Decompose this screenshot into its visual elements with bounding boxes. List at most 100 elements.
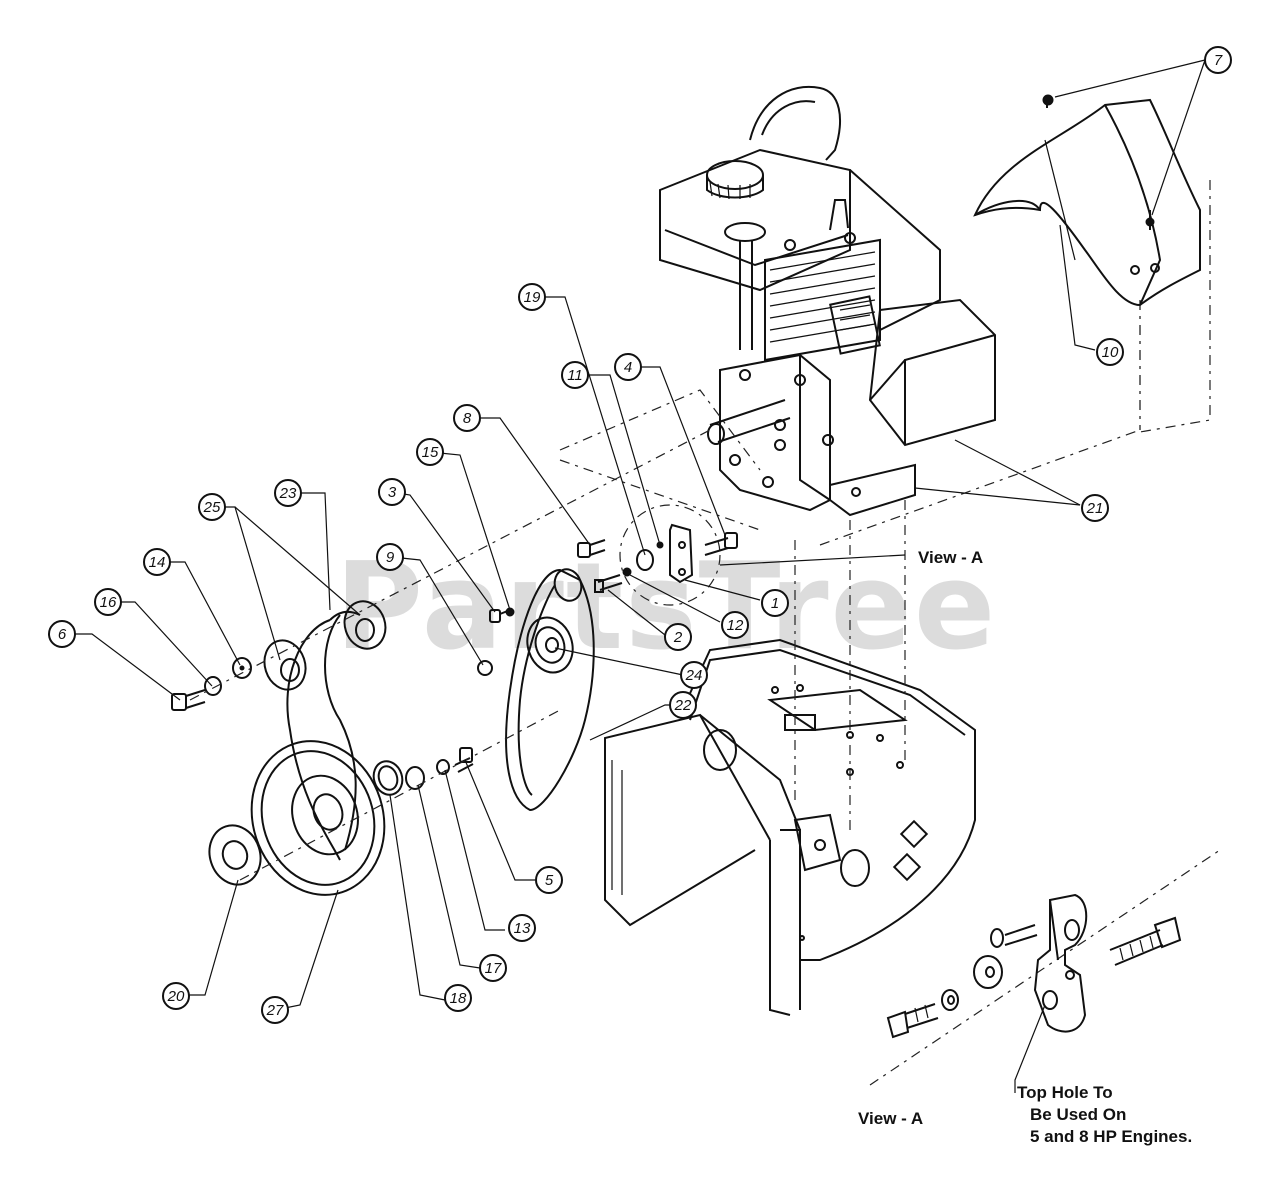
watermark: PartsTree [335,538,997,677]
callout-circle [453,404,481,432]
callout-8: 8 [453,404,481,432]
callout-12: 12 [721,611,749,639]
nut-9 [477,660,493,676]
callout-circle [1096,338,1124,366]
callout-25: 25 [198,493,226,521]
callout-circle [508,914,536,942]
callout-20: 20 [162,982,190,1010]
note-line-3: 5 and 8 HP Engines. [1030,1127,1192,1146]
callout-label: 4 [624,359,632,376]
callout-circle [669,691,697,719]
callout-circle [198,493,226,521]
callout-circle [518,283,546,311]
callout-circle [416,438,444,466]
callout-24: 24 [680,661,708,689]
callout-label: 20 [167,988,185,1005]
callout-circle [614,353,642,381]
engine [659,85,996,517]
view-a-label-top: View - A [918,548,983,567]
washer-13 [436,759,450,775]
note-line-1: Top Hole To [1017,1083,1113,1102]
idler-pulley-24 [526,616,574,674]
callout-label: 22 [674,697,692,714]
callout-label: 11 [567,367,583,384]
callout-circle [143,548,171,576]
callout-circle [664,623,692,651]
callout-17: 17 [479,954,507,982]
callout-label: 9 [386,549,395,566]
nut-12 [622,567,632,577]
callout-6: 6 [48,620,76,648]
callout-bubbles: 1234567891011121314151617181920212223242… [48,46,1232,1024]
frame-housing [604,638,976,1016]
bolt-4 [704,532,738,556]
view-a-label-bottom: View - A [858,1109,923,1128]
pulley-27 [250,740,386,896]
washer-16 [204,676,222,696]
callout-circle [274,479,302,507]
callout-label: 6 [58,626,67,643]
leader-lines [62,59,1206,1093]
bolt-2 [594,574,623,593]
hub-20 [208,824,262,886]
callout-label: 18 [450,990,467,1007]
callout-circle [378,478,406,506]
callout-5: 5 [535,866,563,894]
callout-circle [48,620,76,648]
callout-circle [261,996,289,1024]
callout-16: 16 [94,588,122,616]
belt-22 [505,568,595,812]
callout-label: 15 [422,444,439,461]
callout-circle [1081,494,1109,522]
washer-19 [636,549,654,571]
callout-circle [761,589,789,617]
callout-1: 1 [761,589,789,617]
bolt-6 [171,689,206,711]
callout-23: 23 [274,479,302,507]
callout-circle [94,588,122,616]
callout-14: 14 [143,548,171,576]
callout-label: 8 [463,410,472,427]
callout-label: 17 [485,960,502,977]
callout-label: 25 [203,499,221,516]
callout-circle [376,543,404,571]
callout-label: 3 [388,484,397,501]
callout-3: 3 [378,478,406,506]
callout-circle [1204,46,1232,74]
view-a-circle [619,504,721,606]
callout-label: 12 [727,617,744,634]
callout-label: 27 [266,1002,284,1019]
callout-11: 11 [561,361,589,389]
callout-label: 1 [771,595,779,612]
callout-2: 2 [664,623,692,651]
callout-18: 18 [444,984,472,1012]
callout-22: 22 [669,691,697,719]
callout-4: 4 [614,353,642,381]
callout-label: 14 [149,554,166,571]
callout-circle [561,361,589,389]
callout-label: 5 [545,872,554,889]
callout-label: 2 [673,629,683,646]
callout-circle [162,982,190,1010]
callout-9: 9 [376,543,404,571]
callout-label: 21 [1086,500,1104,517]
callout-circle [680,661,708,689]
belt-cover [973,98,1201,430]
callout-label: 24 [685,667,703,684]
callout-label: 19 [524,289,541,306]
callout-label: 10 [1102,344,1119,361]
bracket-1 [669,523,694,584]
callout-21: 21 [1081,494,1109,522]
callout-circle [721,611,749,639]
callout-circle [444,984,472,1012]
pulley-25-right [343,600,387,650]
callout-label: 23 [279,485,297,502]
callout-label: 7 [1214,52,1223,69]
washer-17 [405,766,425,790]
callout-label: 13 [514,920,531,937]
bolt-5 [454,747,474,773]
washer-18 [372,760,404,796]
callout-label: 16 [100,594,117,611]
